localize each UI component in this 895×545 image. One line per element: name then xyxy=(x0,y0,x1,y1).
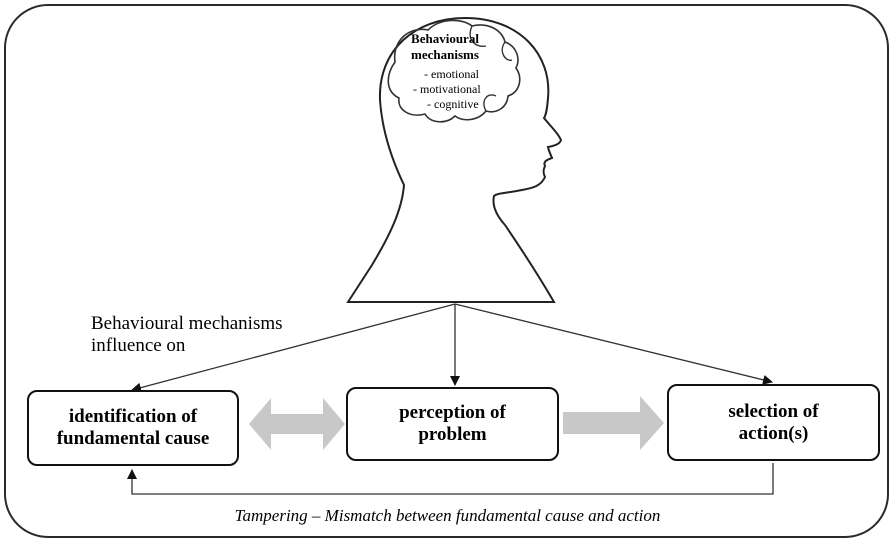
brain-item-motivational: - motivational xyxy=(413,82,481,96)
head-silhouette xyxy=(346,16,563,303)
brain-fold xyxy=(469,25,513,112)
box-selection-action: selection of action(s) xyxy=(667,384,880,461)
influence-label: Behavioural mechanisms influence on xyxy=(91,313,283,357)
brain-item-cognitive: - cognitive xyxy=(427,97,479,111)
box-selection-line1: selection of xyxy=(728,400,819,422)
box-perception-line2: problem xyxy=(418,424,487,445)
feedback-caption: Tampering – Mismatch between fundamental… xyxy=(234,506,661,525)
box-identification-line1: identification of xyxy=(68,406,198,427)
outer-frame xyxy=(4,4,889,538)
brain-title: Behavioural mechanisms xyxy=(400,31,490,63)
influence-arrow-left xyxy=(131,303,456,393)
influence-arrow-right xyxy=(454,303,773,385)
brain-outline xyxy=(387,19,521,123)
double-block-arrow xyxy=(249,398,345,450)
brain-title-line1: Behavioural xyxy=(411,31,479,46)
box-identification-line2: fundamental cause xyxy=(56,428,210,449)
box-identification-cause: identification of fundamental cause xyxy=(27,390,239,466)
brain-item-emotional: - emotional xyxy=(424,67,479,81)
box-perception-line1: perception of xyxy=(399,402,506,423)
box-selection-line2: action(s) xyxy=(738,422,809,444)
brain-title-line2: mechanisms xyxy=(411,47,479,62)
influence-label-line2: influence on xyxy=(91,335,186,356)
box-perception-problem: perception of problem xyxy=(346,387,559,461)
block-arrow-right xyxy=(563,396,664,450)
influence-label-line1: Behavioural mechanisms xyxy=(91,313,283,334)
feedback-loop-line xyxy=(127,463,774,495)
